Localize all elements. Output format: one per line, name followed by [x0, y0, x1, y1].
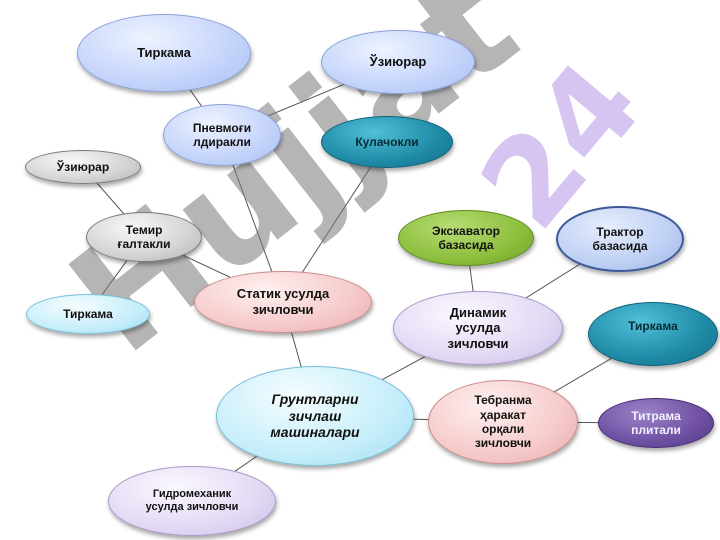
- node-label: Ўзиюрар: [369, 54, 427, 70]
- node-tirkama-top[interactable]: Тиркама: [77, 14, 251, 92]
- node-uziyurar-top[interactable]: Ўзиюрар: [321, 30, 475, 94]
- node-label: Статик усулда зичловчи: [236, 286, 330, 317]
- node-pnevmo[interactable]: Пневмоғи лдиракли: [163, 104, 281, 166]
- node-tirkama-right[interactable]: Тиркама: [588, 302, 718, 366]
- node-label: Тиркама: [628, 319, 678, 333]
- node-kulachokli[interactable]: Кулачокли: [321, 116, 453, 168]
- node-label: Тиркама: [137, 45, 191, 61]
- node-ekskavator[interactable]: Экскаватор базасида: [398, 210, 534, 266]
- node-label: Титрама плитали: [631, 408, 681, 437]
- node-label: Грунтларни зичлаш машиналари: [270, 390, 360, 441]
- node-main[interactable]: Грунтларни зичлаш машиналари: [216, 366, 414, 466]
- node-uziyurar-left[interactable]: Ўзиюрар: [25, 150, 141, 184]
- node-label: Тебранма ҳаракат орқали зичловчи: [474, 393, 532, 451]
- node-statik[interactable]: Статик усулда зичловчи: [194, 271, 372, 333]
- node-label: Экскаватор базасида: [431, 223, 500, 252]
- node-label: Гидромеханик усулда зичловчи: [145, 487, 239, 513]
- node-titrama[interactable]: Титрама плитали: [598, 398, 714, 448]
- node-label: Пневмоғи лдиракли: [192, 120, 252, 149]
- node-label: Ўзиюрар: [56, 159, 110, 174]
- node-label: Трактор базасида: [592, 224, 648, 253]
- node-tirkama-left[interactable]: Тиркама: [26, 294, 150, 334]
- node-label: Темир ғалтакли: [117, 222, 171, 251]
- node-traktor[interactable]: Трактор базасида: [556, 206, 684, 272]
- node-gidromexanik[interactable]: Гидромеханик усулда зичловчи: [108, 466, 276, 536]
- node-label: Тиркама: [63, 306, 113, 321]
- node-label: Кулачокли: [355, 134, 419, 149]
- node-tebranma[interactable]: Тебранма ҳаракат орқали зичловчи: [428, 380, 578, 464]
- node-dinamik[interactable]: Динамик усулда зичловчи: [393, 291, 563, 365]
- node-temir[interactable]: Темир ғалтакли: [86, 212, 202, 262]
- node-label: Динамик усулда зичловчи: [447, 304, 509, 351]
